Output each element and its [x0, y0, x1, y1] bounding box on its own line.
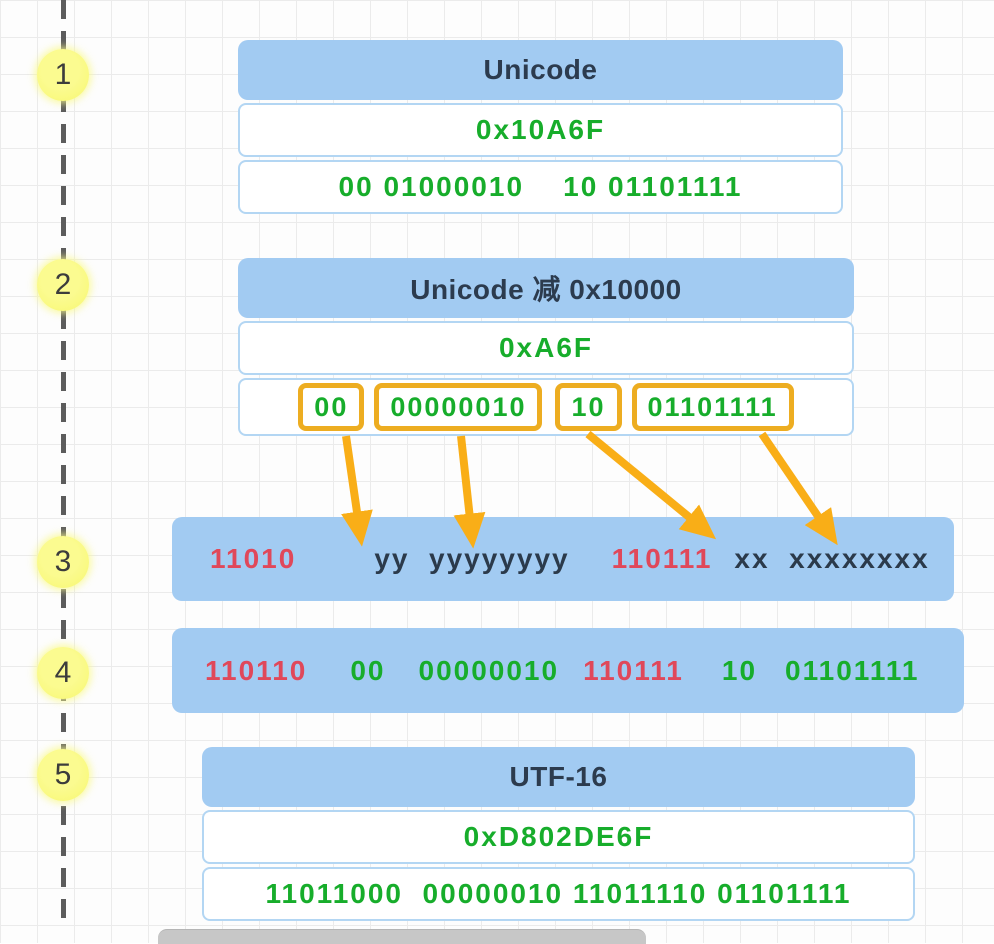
filled-group: 00 — [350, 654, 386, 686]
step-number: 5 — [54, 758, 72, 791]
timeline-dashed-line — [61, 0, 66, 928]
unicode-minus-hex-value: 0xA6F — [238, 321, 854, 375]
unicode-hex-value: 0x10A6F — [238, 103, 843, 157]
utf16-hex-value: 0xD802DE6F — [202, 810, 915, 864]
utf16-block-title: UTF-16 — [202, 747, 915, 807]
step-badge-2: 2 — [37, 259, 89, 311]
unicode-block: Unicode 0x10A6F 00 01000010 10 01101111 — [238, 40, 843, 214]
step-badge-5: 5 — [37, 749, 89, 801]
horizontal-scrollbar[interactable] — [158, 929, 646, 944]
step-number: 2 — [54, 268, 72, 301]
template-group: xx xxxxxxxx — [734, 543, 930, 574]
step-badge-1: 1 — [37, 49, 89, 101]
filled-group: 110110 — [205, 654, 308, 686]
bit-group-box: 01101111 — [631, 383, 794, 431]
template-group: 110111 — [611, 543, 713, 574]
utf16-binary-value: 11011000 00000010 11011110 01101111 — [202, 867, 915, 921]
surrogate-template-bar: 11010 yy yyyyyyyy 110111 xx xxxxxxxx — [172, 517, 954, 601]
step-number: 4 — [54, 656, 72, 689]
utf16-block: UTF-16 0xD802DE6F 11011000 00000010 1101… — [202, 747, 915, 921]
filled-group: 01101111 — [785, 654, 920, 686]
bit-group-box: 00 — [298, 383, 365, 431]
step-badge-3: 3 — [37, 536, 89, 588]
filled-group: 00000010 — [418, 654, 560, 686]
surrogate-filled-bar: 110110 00 00000010 110111 10 01101111 — [172, 628, 964, 713]
bit-group-box: 00000010 — [374, 383, 543, 431]
filled-group: 110111 — [583, 654, 684, 686]
step-number: 1 — [54, 58, 72, 91]
template-group: yy yyyyyyyy — [374, 543, 570, 574]
bit-group-row: 00 00000010 10 01101111 — [238, 378, 854, 436]
filled-group: 10 — [721, 654, 758, 686]
step-badge-4: 4 — [37, 647, 89, 699]
step-number: 3 — [54, 545, 72, 578]
unicode-binary-value: 00 01000010 10 01101111 — [238, 160, 843, 214]
unicode-minus-block: Unicode 减 0x10000 0xA6F 00 00000010 10 0… — [238, 258, 854, 436]
template-group: 11010 — [210, 543, 297, 574]
bit-group-box: 10 — [555, 383, 622, 431]
unicode-block-title: Unicode — [238, 40, 843, 100]
unicode-minus-block-title: Unicode 减 0x10000 — [238, 258, 854, 318]
